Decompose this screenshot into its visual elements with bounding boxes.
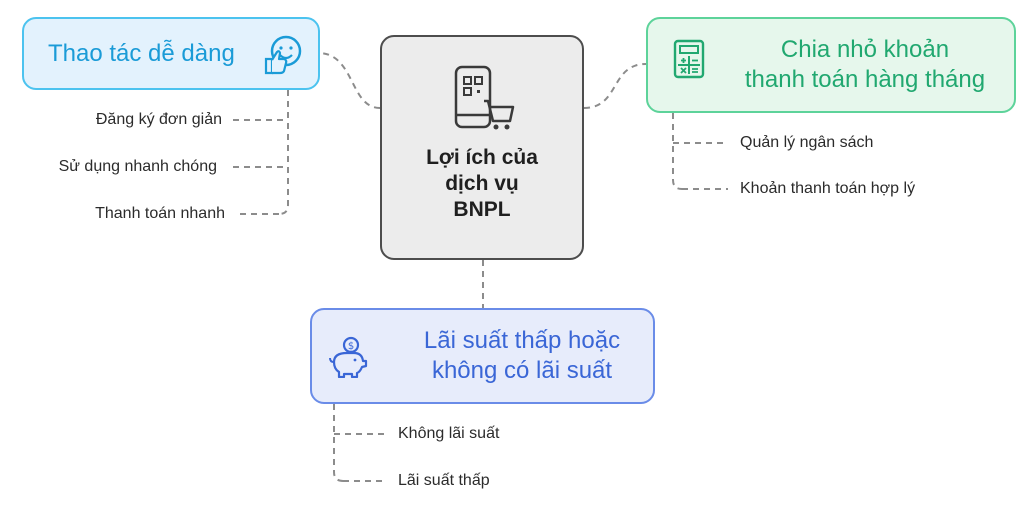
branch-low-interest-title-line-2: không có lãi suất (431, 357, 613, 384)
center-node: Lợi ích của dịch vụ BNPL (380, 35, 584, 260)
connector-center-left (319, 52, 381, 109)
calculator-icon (673, 39, 705, 79)
branch-easy-operation: Thao tác dễ dàng (22, 17, 320, 90)
branch-monthly-split-title: Chia nhỏ khoản thanh toán hàng tháng (730, 35, 1000, 95)
connector-left-spine (278, 90, 289, 215)
branch-low-interest-title-line-1: Lãi suất thấp hoặc (423, 327, 621, 354)
connector-center-right (583, 63, 647, 109)
leaf-simple-registration: Đăng ký đơn giản (95, 111, 222, 128)
center-title: Lợi ích của dịch vụ BNPL (382, 145, 582, 223)
leaf-budget-management: Quản lý ngân sách (740, 134, 874, 151)
branch-low-interest: $ Lãi suất thấp hoặc không có lãi suất (310, 308, 655, 404)
leaf-low-interest: Lãi suất thấp (398, 472, 490, 489)
phone-qr-cart-icon (454, 65, 515, 130)
connector-right-spine (672, 113, 683, 190)
svg-text:$: $ (348, 341, 354, 352)
leaf-fast-payment: Thanh toán nhanh (95, 205, 225, 222)
leaf-reasonable-payment: Khoản thanh toán hợp lý (740, 180, 916, 197)
center-title-line-2: dịch vụ (445, 172, 519, 195)
thumbs-up-smile-icon (264, 35, 302, 75)
branch-monthly-split: Chia nhỏ khoản thanh toán hàng tháng (646, 17, 1016, 113)
branch-monthly-split-title-line-1: Chia nhỏ khoản (780, 36, 950, 63)
center-title-line-3: BNPL (453, 198, 511, 221)
leaf-no-interest: Không lãi suất (398, 425, 500, 442)
leaf-fast-use: Sử dụng nhanh chóng (58, 158, 217, 175)
piggy-bank-icon: $ (329, 336, 368, 378)
branch-low-interest-title: Lãi suất thấp hoặc không có lãi suất (402, 326, 642, 386)
center-title-line-1: Lợi ích của (426, 146, 538, 169)
connector-bottom-spine (333, 404, 344, 482)
branch-easy-operation-title: Thao tác dễ dàng (48, 40, 235, 67)
branch-monthly-split-title-line-2: thanh toán hàng tháng (744, 66, 986, 93)
